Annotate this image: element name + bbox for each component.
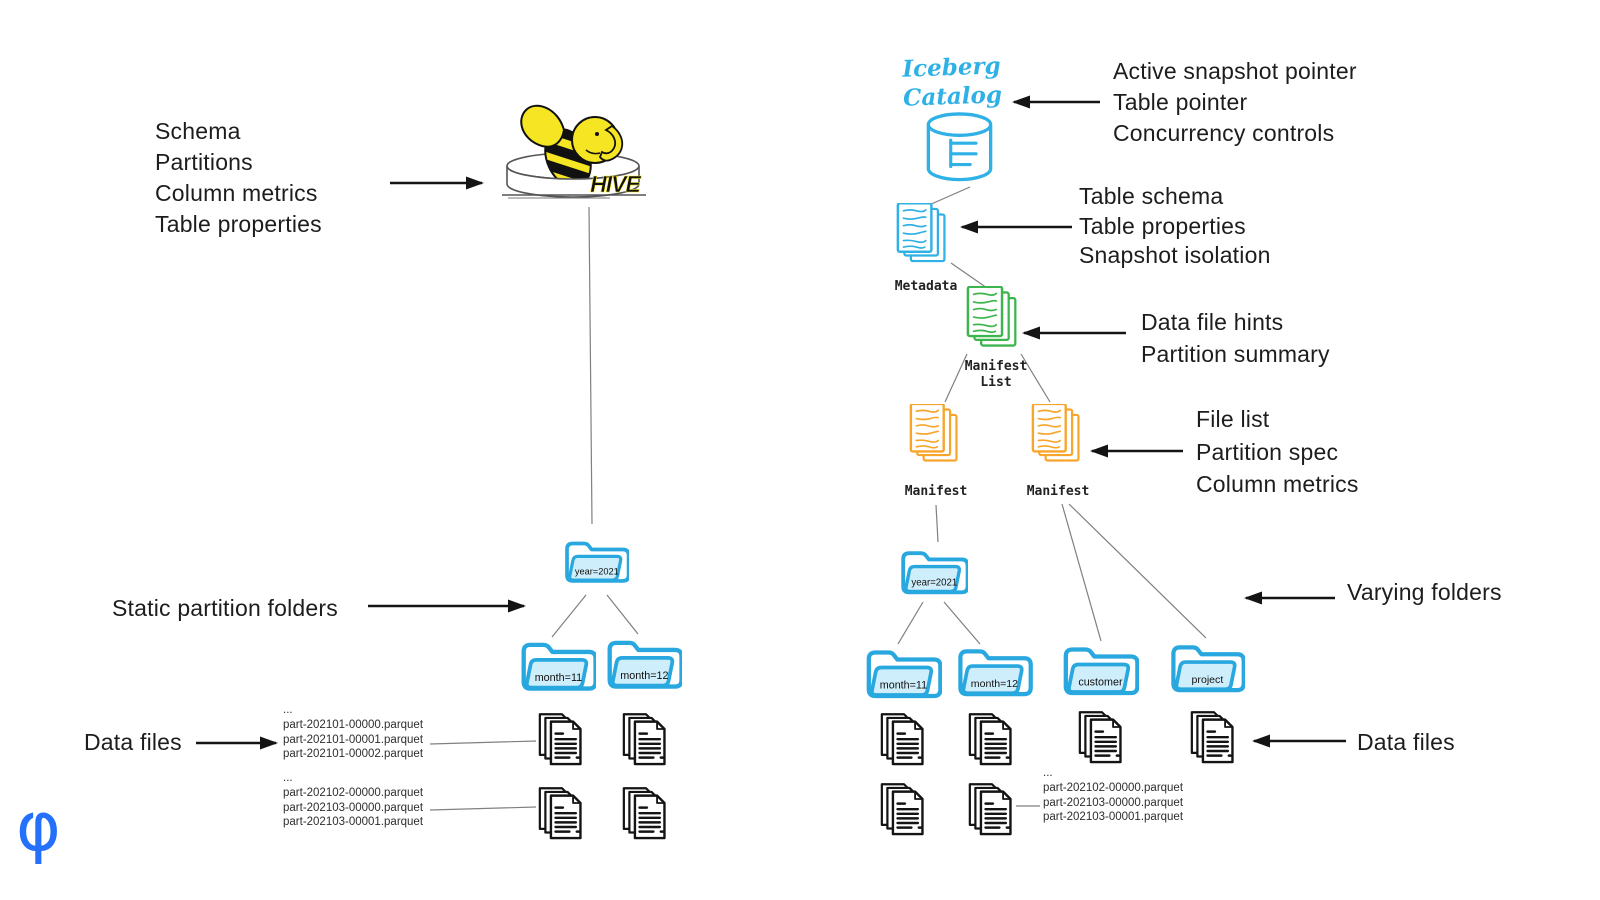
annotation-line: Column metrics xyxy=(1196,471,1359,497)
manifest-label-1: Manifest xyxy=(904,484,968,499)
varying-folders-label: Varying folders xyxy=(1347,579,1502,605)
connector-hive-to-year xyxy=(588,206,593,525)
connector-ryear-month12 xyxy=(943,601,981,645)
folder-project: project xyxy=(1168,640,1245,697)
file-name: part-202103-00000.parquet xyxy=(1043,796,1184,809)
data-files-label-right: Data files xyxy=(1357,729,1455,755)
annotation-line: Partition spec xyxy=(1196,438,1339,465)
hive-logo-text: HIVE xyxy=(590,171,641,197)
caption-line: Catalog xyxy=(902,81,1003,112)
manifest-list-annotation-list: Data file hints Partition summary xyxy=(1141,306,1330,370)
doc-stack-icon xyxy=(622,713,666,766)
folder-label: customer xyxy=(1078,677,1123,689)
annotation-line: Partition summary xyxy=(1141,341,1330,367)
caption-line: Iceberg xyxy=(901,52,1002,83)
folder-month12-left: month=12 xyxy=(605,635,682,694)
annotation-line: Partitions xyxy=(155,149,253,175)
folder-label: month=12 xyxy=(971,678,1018,690)
doc-stack-icon xyxy=(538,713,582,766)
label-line: Manifest xyxy=(964,359,1028,374)
folder-year-right: year=2021 xyxy=(901,551,968,595)
parquet-file-list-1: ... part-202101-00000.parquet part-20210… xyxy=(283,703,423,762)
connector-manifest2-customer xyxy=(1061,503,1102,642)
label-line: List xyxy=(980,374,1012,390)
doc-stack-icon xyxy=(968,783,1012,836)
annotation-line: Active snapshot pointer xyxy=(1113,58,1357,84)
folder-month11-right: month=11 xyxy=(863,645,942,703)
folder-label: year=2021 xyxy=(911,578,957,589)
folder-label: month=11 xyxy=(880,680,927,692)
metadata-label: Metadata xyxy=(894,279,958,294)
connector-manifest1-year xyxy=(935,504,939,543)
manifest-list-label: Manifest List xyxy=(951,359,1041,390)
manifest-annotation-list: File list Partition spec Column metrics xyxy=(1196,403,1359,501)
connector-list1-docs xyxy=(429,740,537,745)
manifest-label-2: Manifest xyxy=(1026,484,1090,499)
doc-stack-icon xyxy=(538,787,582,840)
connector-lyear-month11 xyxy=(551,594,587,638)
manifest-files-icon-1 xyxy=(909,404,958,462)
folder-label: month=11 xyxy=(535,672,582,684)
phi-logo: φ xyxy=(16,788,61,867)
doc-stack-icon xyxy=(1190,711,1234,764)
connector-list2-docs xyxy=(429,806,537,811)
file-name: part-202103-00001.parquet xyxy=(1043,811,1184,824)
metadata-annotation-list: Table schema Table properties Snapshot i… xyxy=(1079,182,1271,271)
annotation-line: Table properties xyxy=(1079,212,1246,239)
annotation-line: Snapshot isolation xyxy=(1079,242,1271,268)
file-name: part-202103-00000.parquet xyxy=(283,801,424,814)
metadata-files-icon xyxy=(896,203,946,263)
parquet-file-list-2: ... part-202102-00000.parquet part-20210… xyxy=(283,771,423,830)
annotation-line: Data file hints xyxy=(1141,309,1284,335)
file-name: ... xyxy=(283,704,293,716)
annotation-line: Schema xyxy=(155,118,241,144)
file-name: part-202102-00000.parquet xyxy=(1043,781,1184,794)
annotation-line: Table properties xyxy=(155,211,322,237)
static-partitions-label: Static partition folders xyxy=(112,595,338,621)
manifest-list-files-icon xyxy=(966,286,1017,347)
doc-stack-icon xyxy=(622,787,666,840)
doc-stack-icon xyxy=(1078,711,1122,764)
parquet-file-list-right: ... part-202102-00000.parquet part-20210… xyxy=(1043,766,1183,825)
folder-year-left: year=2021 xyxy=(565,541,629,583)
folder-label: project xyxy=(1192,674,1224,686)
folder-month11-left: month=11 xyxy=(519,637,596,696)
doc-stack-icon xyxy=(880,783,924,836)
annotation-line: Concurrency controls xyxy=(1113,120,1335,146)
annotation-line: Column metrics xyxy=(155,180,318,206)
annotation-line: Table schema xyxy=(1079,183,1224,209)
iceberg-catalog-caption: Iceberg Catalog xyxy=(892,51,1012,113)
folder-customer: customer xyxy=(1060,642,1139,700)
doc-stack-icon xyxy=(968,713,1012,766)
file-name: ... xyxy=(1043,767,1053,779)
hive-logo-icon: HIVE xyxy=(502,104,646,199)
annotation-line: File list xyxy=(1196,406,1270,432)
file-name: part-202101-00000.parquet xyxy=(283,718,424,731)
folder-label: year=2021 xyxy=(575,566,619,576)
annotation-line: Table pointer xyxy=(1113,89,1248,115)
file-name: part-202101-00002.parquet xyxy=(283,748,424,761)
file-name: part-202103-00001.parquet xyxy=(283,816,424,829)
file-name: ... xyxy=(283,772,293,784)
doc-stack-icon xyxy=(880,713,924,766)
file-name: part-202102-00000.parquet xyxy=(283,786,424,799)
hive-annotation-list: Schema Partitions Column metrics Table p… xyxy=(155,116,322,240)
file-name: part-202101-00001.parquet xyxy=(283,733,424,746)
data-files-label-left: Data files xyxy=(84,729,182,755)
folder-label: month=12 xyxy=(620,670,668,682)
connector-lyear-month12 xyxy=(606,594,639,635)
folder-month12-right: month=12 xyxy=(954,644,1033,701)
manifest-files-icon-2 xyxy=(1031,404,1080,462)
catalog-database-icon xyxy=(926,112,993,182)
catalog-annotation-list: Active snapshot pointer Table pointer Co… xyxy=(1113,56,1357,149)
connector-manifest2-project xyxy=(1068,503,1207,639)
connector-ryear-month11 xyxy=(897,601,924,645)
